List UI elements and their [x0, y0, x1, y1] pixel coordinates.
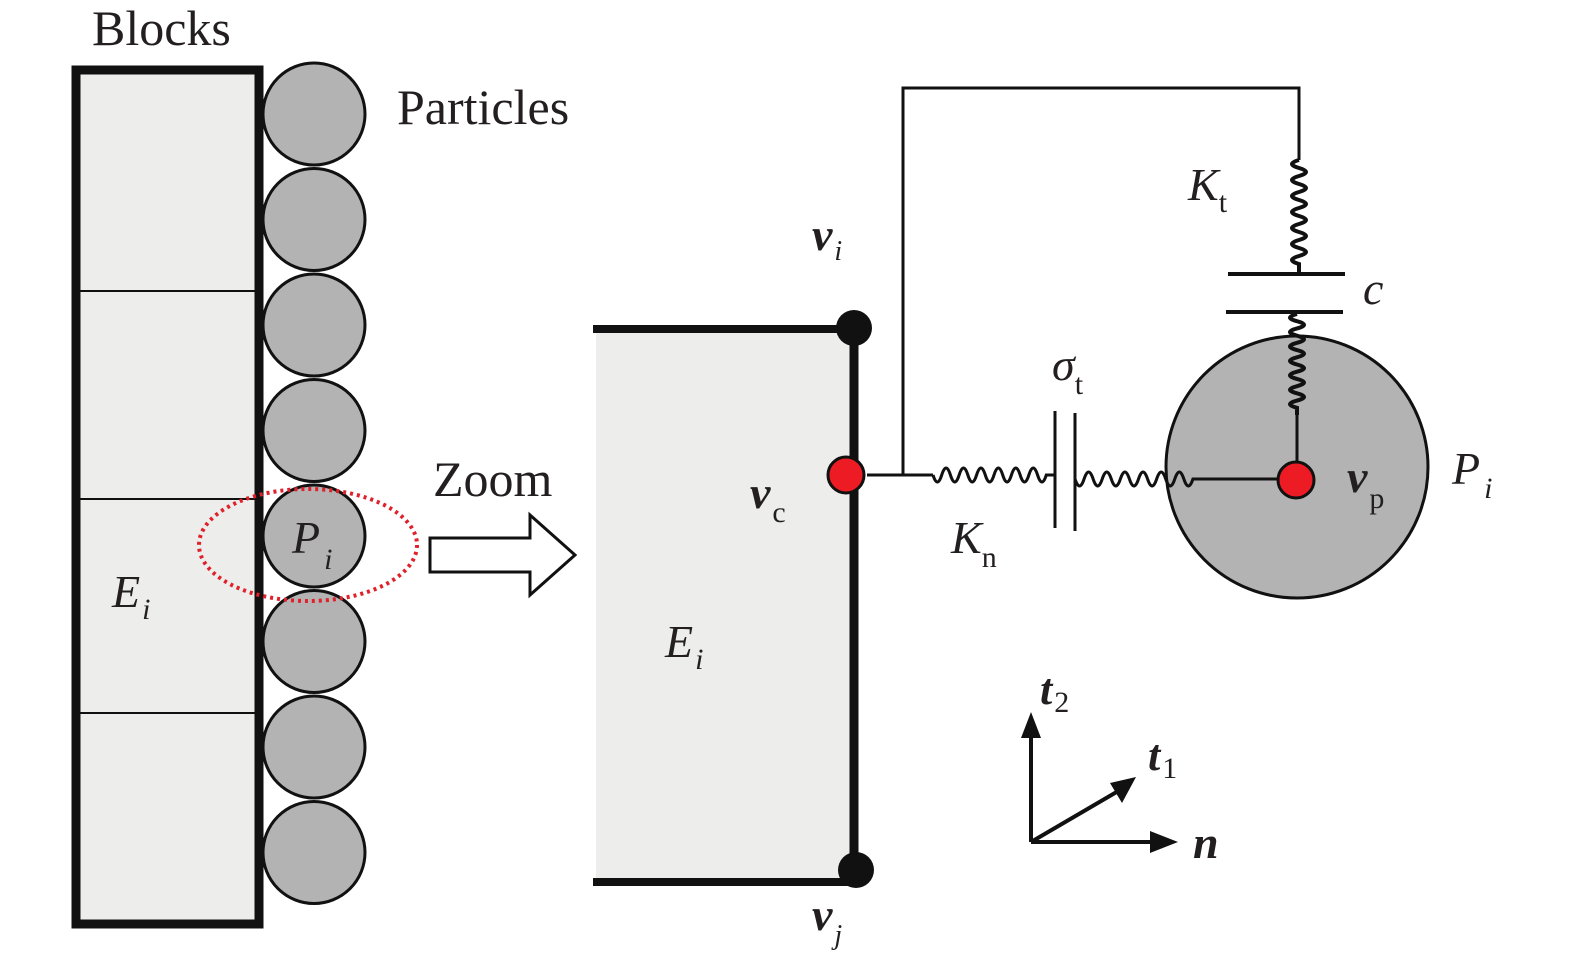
- kn-label-main: K: [950, 512, 984, 563]
- particle: [261, 800, 367, 905]
- zoom-arrow-icon: [428, 511, 578, 599]
- sigma-t-label: σt: [1052, 339, 1084, 401]
- coordinate-axes: [1021, 712, 1178, 853]
- vj-label: vj: [812, 889, 842, 951]
- vc-label: vc: [750, 467, 786, 529]
- particle-center-vp: [1276, 460, 1316, 500]
- axis-t2-label-main: t: [1040, 665, 1054, 714]
- vp-label-main: v: [1347, 451, 1368, 502]
- zoomed-block-label: Ei: [664, 616, 703, 676]
- tangential-spring-lower: [1288, 312, 1306, 415]
- axis-t2-arrowhead: [1021, 712, 1041, 738]
- particle: [261, 589, 367, 694]
- particle: [261, 378, 367, 483]
- sigma-t-label-sub: t: [1075, 368, 1084, 401]
- kt-label-sub: t: [1219, 186, 1228, 219]
- zoomed-block-label-main: E: [664, 616, 693, 667]
- axis-t1-label: t1: [1148, 731, 1177, 785]
- block-column-outline: [71, 65, 264, 929]
- vi-label-main: v: [812, 209, 833, 260]
- axis-t1-arrowhead: [1110, 777, 1136, 803]
- highlight-ellipse: [197, 487, 419, 603]
- zoom-label: Zoom: [433, 451, 553, 507]
- kt-label-main: K: [1187, 159, 1221, 210]
- axis-n-arrowhead: [1150, 831, 1178, 853]
- vi-label-sub: i: [834, 236, 842, 267]
- axis-t1-label-main: t: [1148, 731, 1162, 780]
- axis-t1-line: [1029, 788, 1122, 844]
- particle: [261, 61, 367, 167]
- left-block-label: Ei: [111, 566, 150, 626]
- normal-spring-kn-left: [931, 466, 1055, 484]
- left-particle-label-sub: i: [324, 543, 332, 576]
- contact-point-vc: [826, 455, 866, 495]
- vertex-vi: [836, 310, 872, 346]
- pi-label-main: P: [1451, 443, 1480, 494]
- vc-label-main: v: [750, 467, 771, 518]
- left-particle-label-main: P: [291, 512, 320, 563]
- left-block-label-sub: i: [142, 593, 150, 626]
- kt-label: Kt: [1187, 159, 1228, 219]
- particle-column: [261, 61, 367, 905]
- axis-t2-label: t2: [1040, 665, 1069, 719]
- vj-label-main: v: [812, 889, 833, 940]
- vertex-vj: [838, 852, 874, 888]
- normal-spring-kn-right: [1073, 470, 1202, 488]
- kn-label-sub: n: [982, 541, 997, 574]
- blocks-label: Blocks: [92, 0, 231, 56]
- damper-c-label: c: [1363, 263, 1383, 314]
- particle: [261, 272, 367, 378]
- zoomed-block-label-sub: i: [695, 643, 703, 676]
- axis-t1-label-sub: 1: [1162, 752, 1177, 785]
- left-block-label-main: E: [111, 566, 140, 617]
- sigma-t-label-main: σ: [1052, 339, 1077, 390]
- kn-label: Kn: [950, 512, 997, 574]
- axis-n-label: n: [1193, 817, 1219, 868]
- particle: [261, 483, 367, 589]
- connector-frame: [867, 86, 1301, 477]
- pi-label-sub: i: [1484, 472, 1492, 505]
- zoomed-block: [596, 329, 854, 882]
- axis-t2-label-sub: 2: [1054, 686, 1069, 719]
- tangential-spring-kt: [1290, 158, 1308, 272]
- vp-label: vp: [1347, 451, 1384, 515]
- particle: [261, 694, 367, 800]
- vp-label-sub: p: [1369, 482, 1384, 515]
- vi-label: vi: [812, 209, 842, 267]
- particle: [261, 167, 367, 272]
- block-column: [71, 65, 264, 929]
- particles-label: Particles: [397, 79, 569, 135]
- vc-label-sub: c: [772, 496, 785, 529]
- vj-label-sub: j: [831, 920, 842, 951]
